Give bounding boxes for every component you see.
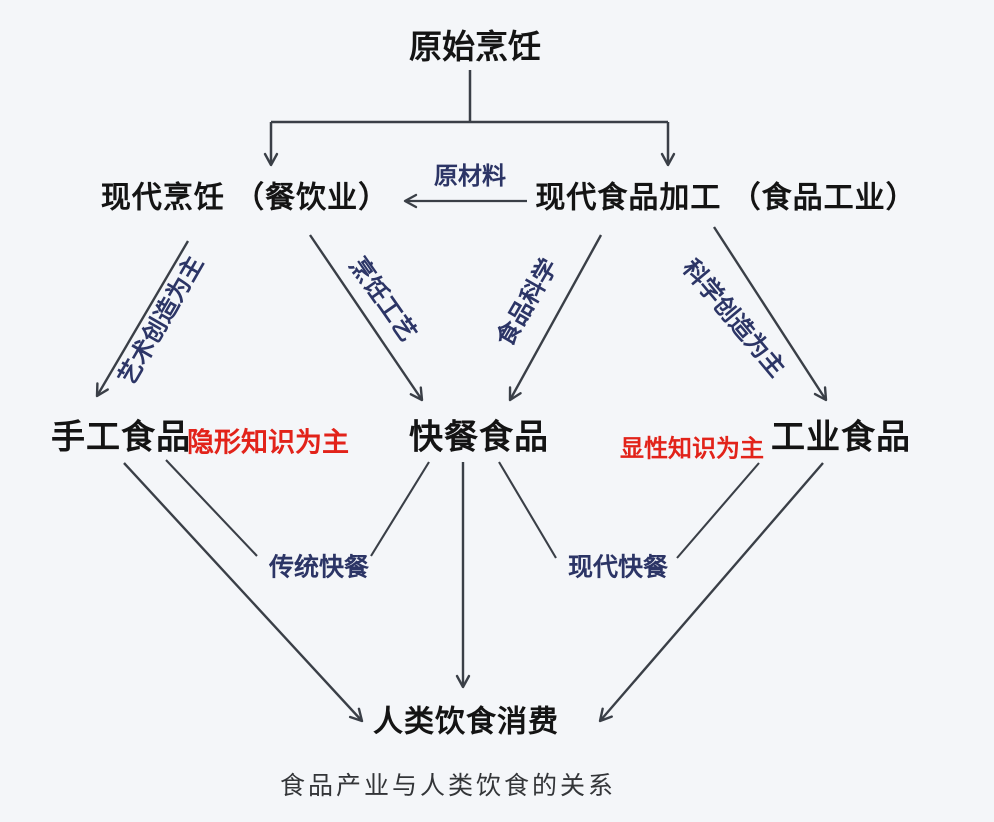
edge-processing-to-industrial	[712, 226, 828, 402]
edge-label-modern-fastfood: 现代快餐	[567, 553, 669, 582]
edge-origin-split	[263, 70, 676, 167]
diagram-caption: 食品产业与人类饮食的关系	[279, 772, 617, 800]
edge-industrial-to-modern	[676, 462, 760, 559]
node-modern-cooking: 现代烹饪 （餐饮业）	[100, 181, 390, 215]
edge-industrial-to-consumption	[598, 462, 824, 723]
node-handmade-food: 手工食品	[51, 418, 191, 457]
annotation-explicit-knowledge: 显性知识为主	[620, 435, 764, 463]
edge-label-traditional-fastfood: 传统快餐	[268, 553, 370, 582]
edge-fastfood-to-traditional	[370, 461, 430, 557]
node-modern-food-processing: 现代食品加工 （食品工业）	[535, 181, 917, 215]
node-industrial-food: 工业食品	[771, 418, 911, 457]
edge-fastfood-to-modern	[498, 461, 557, 559]
edge-processing-to-fastfood	[508, 234, 603, 402]
edge-cooking-to-fastfood	[309, 234, 424, 402]
annotation-tacit-knowledge: 隐形知识为主	[187, 427, 349, 458]
node-primitive-cooking: 原始烹饪	[409, 27, 541, 65]
edge-label-raw-materials: 原材料	[434, 162, 506, 190]
edge-handmade-to-traditional	[165, 459, 258, 557]
edge-cooking-to-handmade	[95, 240, 190, 398]
node-human-consumption: 人类饮食消费	[373, 705, 559, 739]
node-fast-food: 快餐食品	[409, 418, 549, 457]
edge-handmade-to-consumption	[123, 462, 364, 723]
